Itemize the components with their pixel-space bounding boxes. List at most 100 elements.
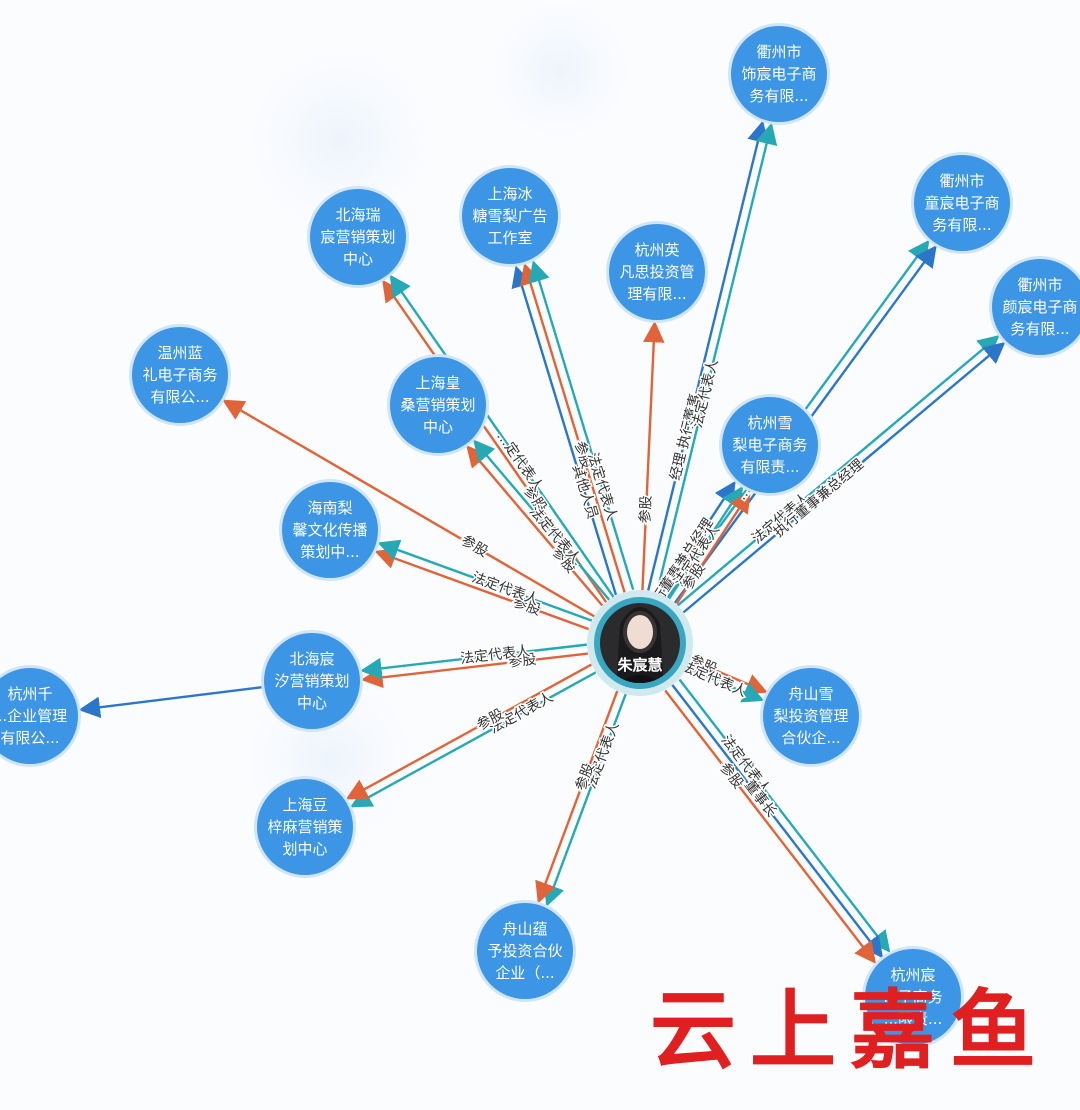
company-name-line: 有限公... [150,388,209,406]
company-name-line: 中心 [423,418,453,436]
company-name-line: 海南梨 [307,499,352,517]
company-node[interactable]: 海南梨馨文化传播策划中... [279,479,381,581]
node-circle [477,903,573,999]
edge-shareholding-n6[interactable] [641,320,665,591]
company-name-line: 桑营销策划 [400,396,475,414]
company-name-line: 工作室 [487,229,532,247]
edge-shareholding-n11[interactable] [361,652,589,689]
edge-label: 参股 [458,532,491,561]
edge-legalRep-n11[interactable] [359,643,587,680]
company-name-line: 上海冰 [487,185,532,203]
company-name-line: 童宸电子商 [924,194,999,212]
company-name-line: 务有限... [749,87,808,105]
company-name-line: 杭州英 [634,241,679,259]
company-name-line: 梓麻营销策 [267,818,342,836]
company-node[interactable]: 杭州英凡思投资管理有限... [606,221,708,323]
company-name-line: ...限责... [884,1010,943,1028]
node-circle [282,482,378,578]
company-name-line: 北海宸 [289,650,334,668]
edge-executive-n16[interactable] [671,684,884,959]
edge-shareholding-n9[interactable] [675,490,751,605]
company-node[interactable]: 舟山蕴予投资合伙企业（... [474,900,576,1002]
company-name-line: ...子商务 [883,988,942,1006]
node-circle [914,155,1010,251]
company-node[interactable]: 杭州宸 ...子商务 ...限责... [862,946,964,1048]
edge-executive-n1[interactable] [647,120,769,591]
company-name-line: 企业（... [495,964,554,982]
edge-shareholding-n16[interactable] [664,689,877,964]
company-name-line: 合伙企... [781,729,840,747]
edge-legalRep-n3[interactable] [676,334,1000,607]
edge-legalRep-n14[interactable] [349,671,597,808]
edge-shareholding-n7[interactable] [222,399,595,618]
company-name-line: 上海豆 [282,796,327,814]
edge-legalRep-n1[interactable] [655,122,778,593]
company-node[interactable]: 温州蓝礼电子商务有限公... [129,324,231,426]
edge-legalRep-n13[interactable] [686,666,765,703]
avatar [600,603,680,683]
company-node[interactable]: 衢州市饰宸电子商务有限... [728,23,830,125]
edge-executive-n3[interactable] [682,341,1006,614]
company-name-line: 衢州市 [756,43,801,61]
node-circle [390,357,486,453]
company-name-line: 舟山雪 [788,685,833,703]
company-name-line: 上海皇 [415,374,460,392]
edge-legalRep-n16[interactable] [678,678,891,953]
node-circle [132,327,228,423]
node-circle [722,397,818,493]
company-name-line: 北海瑞 [335,206,380,224]
company-name-line: 礼电子商务 [142,366,217,384]
edge-label: 参股 [507,651,537,671]
company-name-line: 颜宸电子商 [1002,298,1077,316]
company-name-line: 划中心 [282,840,327,858]
node-circle [731,26,827,122]
company-name-line: 有限责... [740,458,799,476]
company-node[interactable]: 舟山雪梨投资管理合伙企... [760,665,862,767]
edge-legalRep-n8[interactable] [473,439,611,601]
nodes-layer: 衢州市饰宸电子商务有限...衢州市童宸电子商务有限...衢州市颜宸电子商务有限.… [0,23,1080,1048]
edge-executive-n12[interactable] [78,685,265,719]
company-node[interactable]: 衢州市颜宸电子商务有限... [989,256,1080,358]
company-name-line: 务有限... [1010,320,1069,338]
edges-layer [78,120,1006,964]
edge-legalRep-n4[interactable] [528,260,635,591]
edge-legalRep-n5[interactable] [389,274,615,598]
edge-legalRep-n10[interactable] [377,539,593,622]
company-name-line: 杭州宸 [890,966,935,984]
company-name-line: 饰宸电子商 [741,65,816,83]
company-node[interactable]: 杭州雪梨电子商务有限责... [719,394,821,496]
company-name-line: 中心 [343,250,373,268]
company-name-line: 衢州市 [1017,276,1062,294]
company-name-line: 温州蓝 [157,344,202,362]
company-name-line: 衢州市 [939,172,984,190]
node-circle [609,224,705,320]
node-circle [763,668,859,764]
company-name-line: 糖雪梨广告 [472,207,547,225]
company-name-line: 凡思投资管 [619,263,694,281]
company-name-line: 理有限... [627,285,686,303]
edge-shareholding-n14[interactable] [345,663,592,800]
edge-executive-n4[interactable] [511,265,618,596]
node-circle [264,633,360,729]
company-name-line: ...企业管理 [0,707,67,725]
center-person-node[interactable]: 朱宸慧 [587,590,693,696]
company-name-line: 务有限... [932,216,991,234]
company-node[interactable]: 衢州市童宸电子商务有限... [911,152,1013,254]
company-name-line: 杭州雪 [747,414,792,432]
company-name-line: 有限公... [0,729,59,747]
edge-shareholding-n10[interactable] [374,548,590,631]
edge-shareholding-n8[interactable] [466,445,604,607]
edge-legalRep-n15[interactable] [543,693,627,907]
company-name-line: 宸营销策划 [320,228,395,246]
company-name-line: 中心 [297,694,327,712]
edge-shareholding-n15[interactable] [535,690,619,904]
node-circle [865,949,961,1045]
edge-shareholding-n4[interactable] [520,262,626,593]
company-node[interactable]: 杭州千...企业管理有限公... [0,665,81,767]
